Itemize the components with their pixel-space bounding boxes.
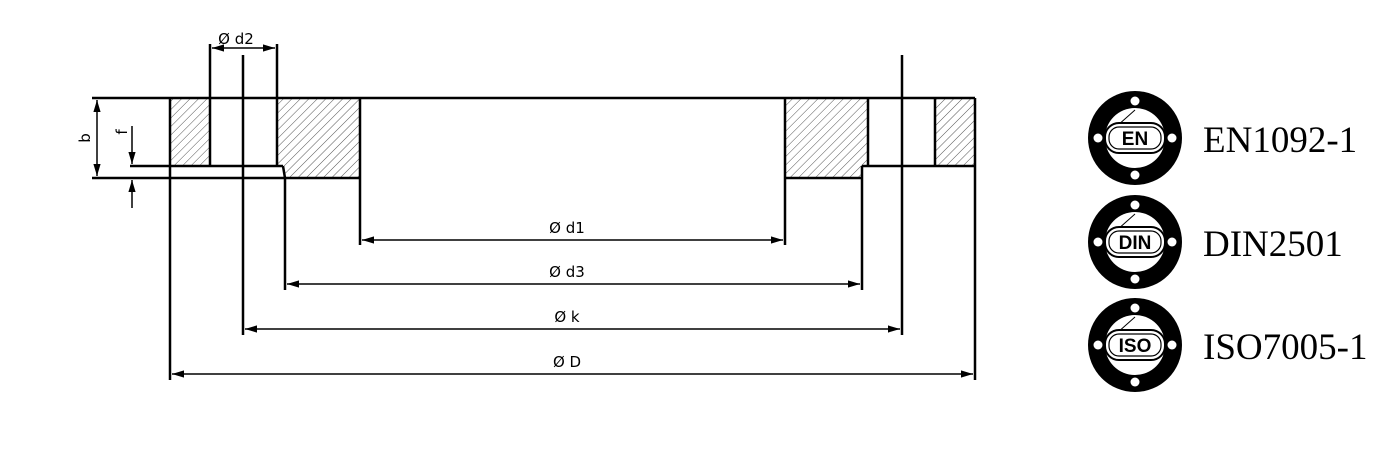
outline xyxy=(92,44,977,380)
dim-f-label: f xyxy=(113,129,131,135)
standard-label: DIN2501 xyxy=(1203,224,1343,265)
dim-d2-label: Ø d2 xyxy=(218,30,254,48)
badge-text: ISO xyxy=(1119,336,1152,357)
flange-section xyxy=(170,98,975,178)
standard-din: DIN DIN2501 xyxy=(1088,195,1343,289)
badge-text: EN xyxy=(1122,129,1148,150)
standard-label: EN1092-1 xyxy=(1203,120,1357,161)
dim-D-label: Ø D xyxy=(553,353,581,371)
dim-d3-label: Ø d3 xyxy=(549,263,585,281)
dim-b-label: b xyxy=(76,133,94,143)
standard-iso: ISO ISO7005-1 xyxy=(1088,298,1367,392)
flange-badge-icon xyxy=(1088,195,1182,289)
dimension-lines xyxy=(93,44,973,378)
standard-label: ISO7005-1 xyxy=(1203,327,1367,368)
flange-badge-icon xyxy=(1088,91,1182,185)
badge-text: DIN xyxy=(1119,233,1152,254)
flange-badge-icon xyxy=(1088,298,1182,392)
dim-k-label: Ø k xyxy=(554,308,580,326)
dim-d1-label: Ø d1 xyxy=(549,219,585,237)
standard-en: EN EN1092-1 xyxy=(1088,91,1357,185)
